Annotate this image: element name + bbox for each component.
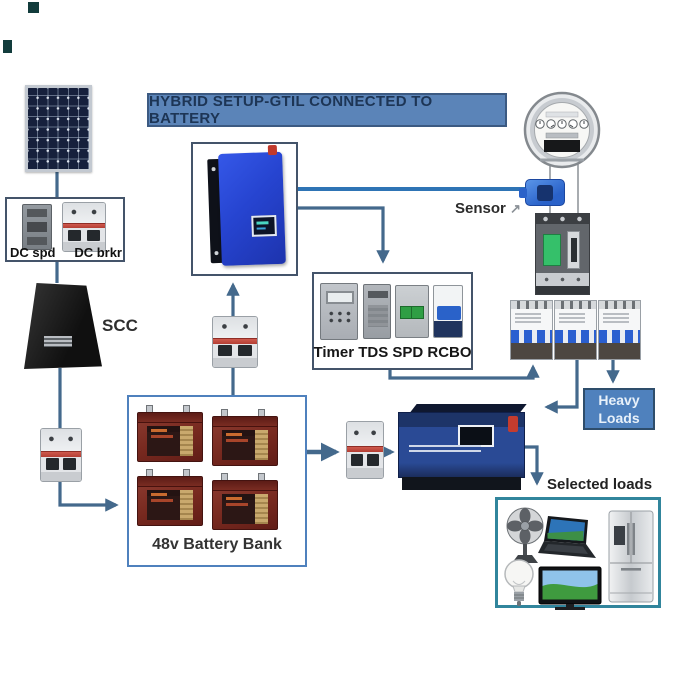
battery-4 <box>212 472 278 530</box>
gtil-grid-tie-inverter <box>207 144 287 268</box>
fan-icon <box>506 507 544 563</box>
gtil-red-knob <box>267 144 278 156</box>
inverter-display <box>458 425 494 447</box>
scc-label: SCC <box>102 316 138 335</box>
distribution-breakers <box>510 300 641 360</box>
inverter-body <box>398 412 525 478</box>
slide-artifact <box>28 2 39 13</box>
wire-scc-to-battery <box>58 368 119 512</box>
heavy-loads-line2: Loads <box>598 410 640 426</box>
gtil-battery-breaker <box>212 316 258 368</box>
spd-device <box>395 285 429 338</box>
light-bulb-icon <box>504 559 534 606</box>
wire-gtil-to-timerbox <box>298 206 390 264</box>
battery-bank-box: 48v Battery Bank <box>127 395 307 567</box>
inverter-base <box>402 477 521 490</box>
battery-bank-label: 48v Battery Bank <box>152 536 282 553</box>
sensor-label: Sensor <box>455 200 506 217</box>
gtil-box <box>191 142 298 276</box>
sensor-pointer-icon: ↗ <box>510 201 521 216</box>
distribution-breaker-3 <box>598 300 641 360</box>
inverter-text-lines <box>409 445 481 454</box>
tds-device <box>363 284 391 339</box>
scc-output-breaker <box>40 428 82 482</box>
main-mccb <box>535 213 590 295</box>
diagram-title: HYBRID SETUP-GTIL CONNECTED TO BATTERY <box>147 93 507 127</box>
refrigerator-icon <box>608 510 654 603</box>
wire-breakers-to-inverter <box>544 360 579 414</box>
timer-group-label: Timer TDS SPD RCBO <box>313 344 472 361</box>
battery-3 <box>137 468 203 526</box>
gtil-body <box>218 144 286 266</box>
selected-loads-box <box>495 497 661 610</box>
timer-device <box>320 283 358 340</box>
dc-brkr-label: DC brkr <box>74 245 122 260</box>
selected-loads-label: Selected loads <box>547 476 653 493</box>
battery-1 <box>137 404 203 462</box>
laptop-icon <box>538 516 596 558</box>
dc-spd-label: DC spd <box>10 245 56 260</box>
inverter-red-button <box>508 416 518 432</box>
wire-timerbox-to-breakers <box>388 364 540 380</box>
slide-artifact <box>3 40 12 53</box>
battery-2 <box>212 408 278 466</box>
hybrid-inverter <box>398 404 527 490</box>
heavy-loads-box: Heavy Loads <box>583 388 655 430</box>
heavy-loads-line1: Heavy <box>598 391 640 408</box>
distribution-breaker-1 <box>510 300 553 360</box>
distribution-breaker-2 <box>554 300 597 360</box>
inverter-battery-breaker <box>346 421 384 479</box>
ct-sensor <box>519 179 565 206</box>
dc-protection-box: DC spd DC brkr <box>5 197 125 262</box>
utility-meter <box>523 91 601 169</box>
rcbo-device <box>433 285 463 338</box>
solar-panel <box>25 85 92 172</box>
tv-icon <box>538 566 602 610</box>
dc-surge-protector <box>22 204 52 250</box>
wire-inverter-to-selected-loads <box>520 445 544 486</box>
timer-group-box <box>312 272 473 370</box>
dc-breaker <box>62 202 106 252</box>
gtil-display <box>251 214 277 237</box>
